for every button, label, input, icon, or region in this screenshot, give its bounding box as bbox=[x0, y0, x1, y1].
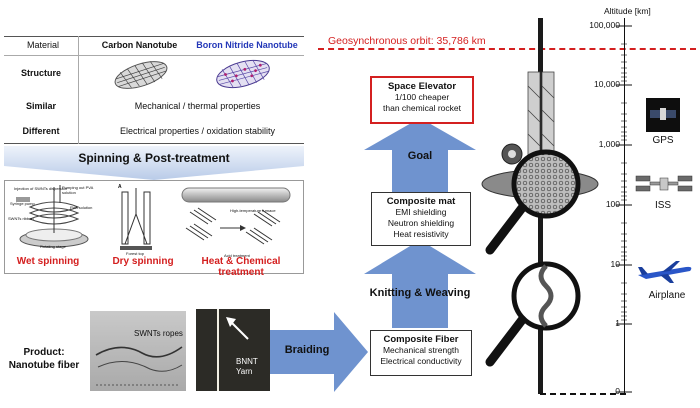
composite-mat-box: Composite mat EMI shielding Neutron shie… bbox=[371, 192, 471, 246]
braiding-label: Braiding bbox=[284, 344, 330, 356]
wet-spinning-sketch bbox=[16, 185, 89, 248]
table-top-rule bbox=[4, 36, 304, 37]
table-row-structure-label: Structure bbox=[20, 68, 61, 78]
table-header-material: Material bbox=[26, 40, 59, 50]
wet-annotation-4: PVA solution bbox=[70, 205, 93, 210]
altitude-tick-0: 0 bbox=[615, 386, 620, 396]
table-header-rule bbox=[4, 55, 304, 56]
cnt-structure-image bbox=[114, 61, 168, 89]
heat-chemical-label: Heat & Chemical treatment bbox=[201, 256, 281, 278]
altitude-axis-line bbox=[624, 18, 625, 394]
braiding-arrow bbox=[270, 312, 368, 392]
bnnt-yarn-label-line2: Yarn bbox=[236, 367, 253, 376]
dry-spinning-sketch bbox=[120, 188, 152, 250]
composite-mat-line2: Neutron shielding bbox=[387, 218, 455, 228]
knitting-arrow bbox=[364, 240, 476, 328]
ground-line bbox=[540, 393, 626, 395]
composite-fiber-box: Composite Fiber Mechanical strength Elec… bbox=[370, 330, 472, 376]
knitting-label: Knitting & Weaving bbox=[369, 287, 471, 299]
heat-annotation-acid: Acid treatment bbox=[224, 253, 250, 258]
magnifier-mat-icon bbox=[485, 149, 581, 255]
swnt-ropes-label: SWNTs ropes bbox=[134, 329, 183, 338]
composite-fiber-title: Composite Fiber bbox=[383, 334, 459, 345]
composite-fiber-line2: Electrical conductivity bbox=[380, 356, 462, 366]
space-elevator-box: Space Elevator 1/100 cheaper than chemic… bbox=[370, 76, 474, 124]
heat-treatment-sketch bbox=[181, 187, 291, 245]
magnifier-fiber-icon bbox=[485, 261, 581, 367]
geosynchronous-label: Geosynchronous orbit: 35,786 km bbox=[328, 35, 486, 47]
composite-mat-line1: EMI shielding bbox=[395, 207, 447, 217]
table-row-different-label: Different bbox=[22, 126, 60, 136]
composite-mat-title: Composite mat bbox=[386, 196, 456, 207]
geosynchronous-line bbox=[318, 48, 696, 50]
table-column-divider bbox=[78, 36, 79, 144]
altitude-tick-10: 10 bbox=[610, 259, 620, 269]
table-row-similar-label: Similar bbox=[25, 101, 56, 111]
product-label: Product: Nanotube fiber bbox=[4, 346, 84, 372]
altitude-tick-100: 100 bbox=[605, 199, 620, 209]
airplane-icon bbox=[638, 261, 692, 283]
dry-annotation-panel-label: A bbox=[118, 184, 122, 190]
dry-annotation-forest: Forest top bbox=[126, 251, 145, 256]
bnnt-yarn-photo: BNNT Yarn bbox=[196, 309, 270, 391]
goal-arrow bbox=[364, 118, 476, 192]
altitude-tick-100000: 100,000 bbox=[589, 20, 620, 30]
table-header-bnnt: Boron Nitride Nanotube bbox=[196, 40, 298, 50]
space-elevator-line1: 1/100 cheaper bbox=[394, 92, 450, 102]
heat-annotation-furnace: High-temperature furnace bbox=[230, 208, 276, 213]
bnnt-structure-image bbox=[216, 59, 270, 89]
gps-label: GPS bbox=[652, 135, 674, 146]
table-header-cnt: Carbon Nanotube bbox=[101, 40, 178, 50]
altitude-axis-title: Altitude [km] bbox=[604, 6, 651, 16]
iss-station-icon bbox=[635, 175, 693, 192]
altitude-axis-ticks bbox=[616, 25, 632, 393]
spinning-title: Spinning & Post-treatment bbox=[78, 151, 230, 165]
table-different-value: Electrical properties / oxidation stabil… bbox=[119, 126, 276, 136]
wet-annotation-6: Rotating stage bbox=[40, 244, 66, 249]
wet-annotation-2: Syringe pump bbox=[10, 201, 35, 206]
altitude-tick-10000: 10,000 bbox=[594, 79, 620, 89]
airplane-label: Airplane bbox=[648, 290, 686, 301]
wet-annotation-3: Pumping out PVA solution bbox=[62, 185, 94, 195]
space-elevator-line2: than chemical rocket bbox=[383, 103, 461, 113]
product-label-line1: Product: bbox=[23, 347, 65, 358]
composite-fiber-line1: Mechanical strength bbox=[382, 345, 460, 355]
dry-spinning-label: Dry spinning bbox=[112, 256, 174, 267]
iss-label: ISS bbox=[654, 200, 672, 211]
goal-label: Goal bbox=[407, 150, 433, 162]
wet-annotation-5: SWNTs ribbon bbox=[8, 216, 34, 221]
altitude-tick-1000: 1,000 bbox=[598, 139, 620, 149]
table-bottom-rule bbox=[4, 143, 304, 144]
wet-spinning-label: Wet spinning bbox=[16, 256, 80, 267]
bnnt-yarn-label: BNNT Yarn bbox=[236, 357, 258, 377]
space-elevator-title: Space Elevator bbox=[387, 81, 457, 92]
altitude-tick-1: 1 bbox=[615, 318, 620, 328]
spinning-banner-arrow bbox=[4, 146, 304, 180]
swnt-ropes-photo: SWNTs ropes bbox=[90, 311, 186, 391]
bnnt-yarn-label-line1: BNNT bbox=[236, 357, 258, 366]
table-similar-value: Mechanical / thermal properties bbox=[134, 101, 261, 111]
gps-satellite-icon bbox=[646, 98, 680, 132]
wet-annotation-1: Injection of SWNTs dispersion bbox=[14, 186, 68, 191]
composite-mat-line3: Heat resistivity bbox=[393, 229, 449, 239]
product-label-line2: Nanotube fiber bbox=[8, 360, 80, 371]
